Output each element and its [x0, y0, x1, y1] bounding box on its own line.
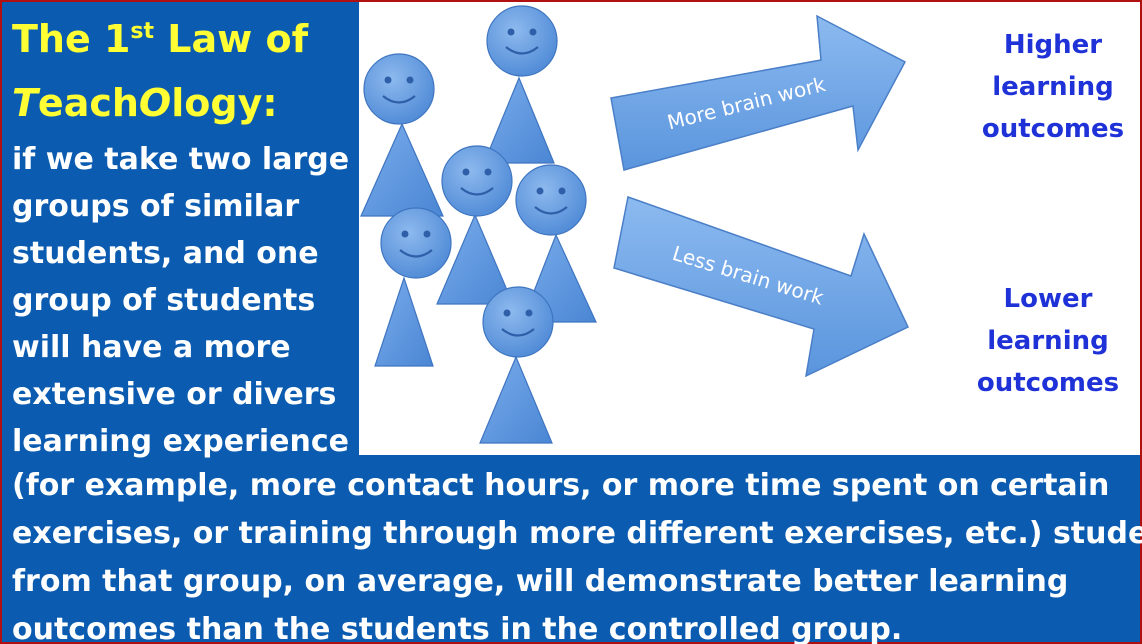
student-figure — [360, 53, 444, 217]
title-line-2: TeachOlogy: — [12, 78, 278, 128]
student-figure — [483, 5, 558, 164]
outcome-line: outcomes — [976, 368, 1120, 398]
title-logy: logy: — [171, 81, 278, 125]
higher-outcomes-label: Higher learning outcomes — [968, 24, 1138, 150]
title-each: each — [37, 81, 139, 125]
bottom-text-line: exercises, or training through more diff… — [12, 516, 1142, 551]
bottom-text-block: (for example, more contact hours, or mor… — [12, 462, 1142, 644]
more-brain-work-arrow: More brain work — [610, 14, 907, 171]
bottom-text-line: from that group, on average, will demons… — [12, 564, 1069, 599]
title-suffix: Law of — [154, 17, 309, 61]
left-text-line: groups of similar — [12, 189, 300, 224]
outcome-line: learning — [992, 72, 1114, 102]
lower-outcomes-label: Lower learning outcomes — [963, 278, 1133, 404]
left-text-line: extensive or divers — [12, 377, 337, 412]
title-o: O — [138, 81, 172, 125]
outcome-line: outcomes — [981, 114, 1125, 144]
left-text-line: students, and one — [12, 236, 319, 271]
title-prefix: The 1 — [12, 17, 131, 61]
left-text-line: group of students — [12, 283, 316, 318]
less-brain-work-arrow: Less brain work — [613, 196, 909, 378]
outcome-line: Higher — [1003, 30, 1103, 60]
student-figure — [374, 207, 452, 367]
bottom-text-line: (for example, more contact hours, or mor… — [12, 468, 1110, 503]
outcome-line: learning — [987, 326, 1109, 356]
left-text-line: will have a more — [12, 330, 291, 365]
left-text-line: if we take two large — [12, 142, 350, 177]
left-text-line: learning experience — [12, 424, 350, 459]
student-figure — [479, 286, 554, 444]
bottom-text-line: outcomes than the students in the contro… — [12, 612, 903, 644]
left-text-block: if we take two large groups of similar s… — [12, 136, 352, 465]
student-figure — [436, 145, 514, 305]
title-line-1: The 1st Law of — [12, 14, 308, 64]
title-t: T — [12, 81, 38, 125]
outcome-line: Lower — [1003, 284, 1093, 314]
title-superscript: st — [130, 19, 155, 44]
students-diagram: More brain work Less brain work — [360, 5, 909, 444]
